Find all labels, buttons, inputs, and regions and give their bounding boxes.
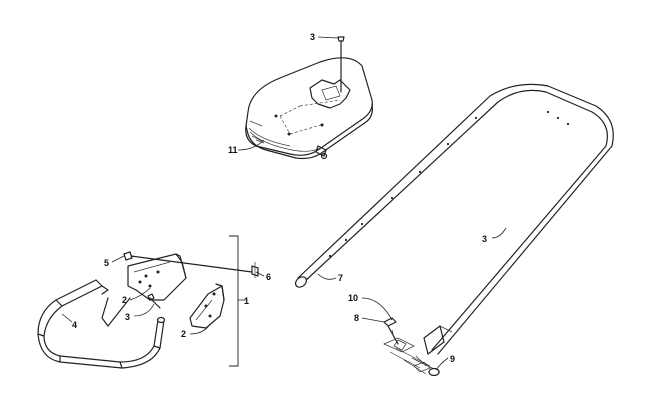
callout-8: 8 bbox=[354, 313, 359, 323]
callout-2-upper: 2 bbox=[122, 295, 127, 305]
callout-3-bracket: 3 bbox=[125, 312, 130, 322]
bracket-screw bbox=[147, 293, 161, 309]
grab-bar bbox=[294, 83, 614, 355]
seat-screw bbox=[337, 36, 345, 93]
callout-7: 7 bbox=[338, 273, 343, 283]
mount-bolt bbox=[123, 251, 259, 278]
callout-6: 6 bbox=[266, 272, 271, 282]
callout-5: 5 bbox=[104, 258, 109, 268]
callout-3-seat-screw: 3 bbox=[310, 32, 315, 42]
callout-labels: 3 11 5 6 2 3 4 1 2 3 7 10 8 9 bbox=[72, 32, 487, 364]
leader-lines bbox=[61, 36, 507, 371]
callout-3-grab-bar: 3 bbox=[482, 234, 487, 244]
callout-10: 10 bbox=[348, 293, 358, 303]
mount-hardware bbox=[383, 317, 441, 377]
callout-1: 1 bbox=[244, 296, 249, 306]
upper-mount-bracket bbox=[101, 253, 187, 327]
callout-9: 9 bbox=[450, 354, 455, 364]
seat-pad bbox=[245, 57, 373, 160]
group-bracket bbox=[229, 235, 239, 367]
front-bumper bbox=[37, 279, 166, 369]
callout-2-lower: 2 bbox=[181, 329, 186, 339]
callout-4: 4 bbox=[72, 320, 77, 330]
lower-mount-bracket bbox=[189, 283, 225, 329]
callout-11: 11 bbox=[228, 145, 238, 155]
